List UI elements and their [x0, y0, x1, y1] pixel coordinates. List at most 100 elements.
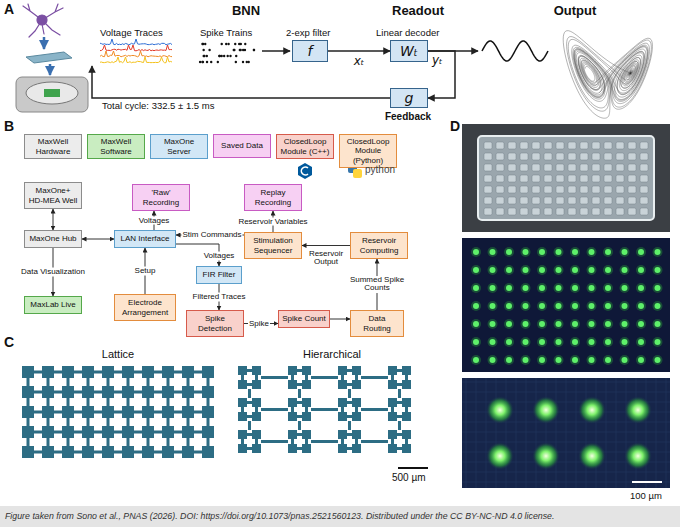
- hierarchical-pattern: [247, 383, 252, 386]
- edge-label: Summed Spike Counts: [348, 276, 406, 294]
- device-photo: [616, 186, 624, 193]
- hierarchical-pattern: [297, 383, 302, 386]
- fluorescence-image: [655, 357, 661, 363]
- lattice-pattern: [74, 371, 82, 374]
- spike-raster: [221, 43, 223, 45]
- lattice-pattern: [42, 426, 54, 438]
- fluorescence-image: [521, 355, 531, 365]
- fluorescence-image: [620, 265, 630, 275]
- lattice-pattern: [34, 391, 42, 394]
- device-photo: [604, 197, 612, 204]
- fluorescence-image: [556, 249, 562, 255]
- language-logo: [298, 163, 312, 179]
- module-name: Electrode Arrangement: [118, 298, 172, 316]
- hierarchical-pattern: [255, 439, 258, 444]
- sine-output: [482, 41, 548, 61]
- lattice-pattern: [127, 438, 130, 446]
- lattice-pattern: [122, 406, 134, 418]
- edge-label: Setup: [134, 267, 157, 276]
- device-photo: [496, 153, 504, 160]
- edge-label: xₜ: [353, 55, 366, 68]
- hierarchical-pattern: [361, 440, 388, 443]
- fluorescence-image: [626, 378, 627, 488]
- fluorescence-image: [655, 303, 661, 309]
- fluorescence-image: [488, 319, 498, 329]
- spike-raster: [218, 55, 220, 57]
- fluorescence-image: [496, 378, 497, 488]
- hierarchical-pattern: [298, 421, 301, 430]
- hierarchical-pattern: [338, 444, 347, 453]
- lattice-pattern: [47, 378, 50, 386]
- edge-label: Spike: [248, 319, 270, 328]
- spike-raster: [203, 55, 205, 57]
- fluorescence-image: [521, 283, 531, 293]
- device-photo: [628, 208, 636, 215]
- fluorescence-image: [521, 337, 531, 347]
- device-photo: [604, 164, 612, 171]
- device-photo: [568, 197, 576, 204]
- fluorescence-image: [572, 249, 578, 255]
- hierarchical-pattern: [261, 408, 288, 411]
- lattice-pattern: [167, 438, 170, 446]
- fluorescence-image: [556, 378, 557, 488]
- hierarchical-pattern: [352, 366, 361, 375]
- fluorescence-image: [605, 321, 611, 327]
- lattice-pattern: [74, 431, 82, 434]
- fluorescence-image: [636, 337, 646, 347]
- spike-raster: [244, 49, 246, 51]
- legend-text: MaxOne Server: [153, 137, 205, 155]
- hierarchical-pattern: [302, 430, 311, 439]
- device-photo: [604, 142, 612, 149]
- fluorescence-image: [587, 337, 597, 347]
- lattice-pattern: [67, 438, 70, 446]
- device-photo: [556, 197, 564, 204]
- lorenz-attractor: [563, 31, 652, 119]
- device-photo: [508, 186, 516, 193]
- device-photo: [544, 164, 552, 171]
- hierarchical-pattern: [388, 398, 397, 407]
- fluorescence-image: [466, 378, 467, 488]
- module-box: FIR Filter: [196, 266, 242, 284]
- fluorescence-image: [616, 378, 617, 488]
- device-photo: [478, 136, 654, 220]
- fluorescence-image: [532, 396, 560, 424]
- fluorescence-image: [473, 321, 479, 327]
- spike-raster: [253, 49, 255, 51]
- hierarchical-pattern: [348, 421, 351, 430]
- fluorescence-image: [578, 442, 606, 470]
- flow-arrow: [302, 245, 350, 246]
- spike-raster: [217, 61, 219, 63]
- lattice-pattern: [167, 418, 170, 426]
- fluorescence-image: [490, 249, 496, 255]
- fluorescence-image: [605, 285, 611, 291]
- device-photo: [520, 197, 528, 204]
- lattice-pattern: [194, 371, 202, 374]
- module-box: MaxOne Hub: [24, 230, 82, 248]
- lattice-pattern: [22, 406, 34, 418]
- lattice-pattern: [22, 366, 214, 458]
- device-photo: [580, 186, 588, 193]
- fluorescence-image: [589, 339, 595, 345]
- edge-label: Reservoir Variables: [237, 217, 308, 226]
- fluorescence-image: [587, 301, 597, 311]
- device-photo: [616, 175, 624, 182]
- fluorescence-image: [556, 357, 562, 363]
- lattice-pattern: [142, 406, 154, 418]
- lattice-pattern: [207, 398, 210, 406]
- device-photo: [484, 208, 492, 215]
- fluorescence-image: [523, 249, 529, 255]
- device-photo: [640, 186, 648, 193]
- device-photo: [462, 124, 670, 232]
- lattice-pattern: [142, 366, 154, 378]
- fluorescence-image: [566, 378, 567, 488]
- fluorescence-image: [490, 303, 496, 309]
- fluorescence-image: [620, 301, 630, 311]
- fluorescence-image: [471, 283, 481, 293]
- spike-raster: [204, 43, 206, 45]
- hierarchical-pattern: [347, 383, 352, 386]
- spike-raster: [235, 61, 237, 63]
- hierarchical-pattern: [398, 389, 401, 398]
- hierarchical-pattern: [338, 398, 347, 407]
- fluorescence-image: [622, 285, 628, 291]
